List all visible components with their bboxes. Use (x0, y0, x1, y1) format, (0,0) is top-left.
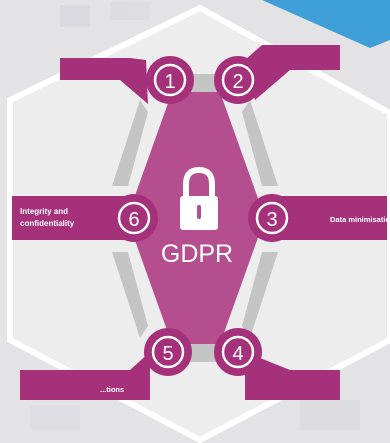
principle-6: 6 (110, 194, 158, 242)
principle-circle (214, 56, 262, 104)
principle-circle (146, 56, 194, 104)
principle-circle (248, 194, 296, 242)
principle-ring (151, 335, 185, 369)
principle-number: 1 (164, 71, 175, 93)
connector-bar-5 (20, 352, 150, 400)
connector-bar-6 (12, 196, 124, 240)
principle-5: 5 (144, 328, 192, 376)
blue-accent-shape (262, 0, 390, 48)
principle-6-label-line-2: confidentiality (20, 219, 75, 228)
principle-ring (117, 201, 151, 235)
connector-bar-1 (60, 58, 148, 104)
principle-5-label: ...tions (100, 385, 124, 394)
center-label: GDPR (161, 240, 233, 268)
principle-circle (110, 194, 158, 242)
principle-3: 3 (248, 194, 296, 242)
principle-ring (153, 63, 187, 97)
padlock-icon (180, 166, 218, 230)
principle-ring (221, 335, 255, 369)
connector-bar-4 (245, 352, 340, 400)
principle-3-label: Data minimisation (330, 215, 390, 224)
principle-ring (221, 63, 255, 97)
principle-4: 4 (214, 328, 262, 376)
connector-bar-2 (245, 45, 340, 100)
principle-number: 6 (128, 209, 139, 231)
principle-number: 3 (266, 209, 277, 231)
connector-bars (12, 45, 387, 400)
principle-circle (214, 328, 262, 376)
principle-2: 2 (214, 56, 262, 104)
principle-circle (144, 328, 192, 376)
principle-number: 5 (162, 343, 173, 365)
principle-number: 2 (232, 71, 243, 93)
principle-1: 1 (146, 56, 194, 104)
principle-number: 4 (232, 343, 243, 365)
principle-6-label-line-1: Integrity and (20, 207, 68, 216)
principle-ring (255, 201, 289, 235)
background-texture (30, 2, 360, 430)
